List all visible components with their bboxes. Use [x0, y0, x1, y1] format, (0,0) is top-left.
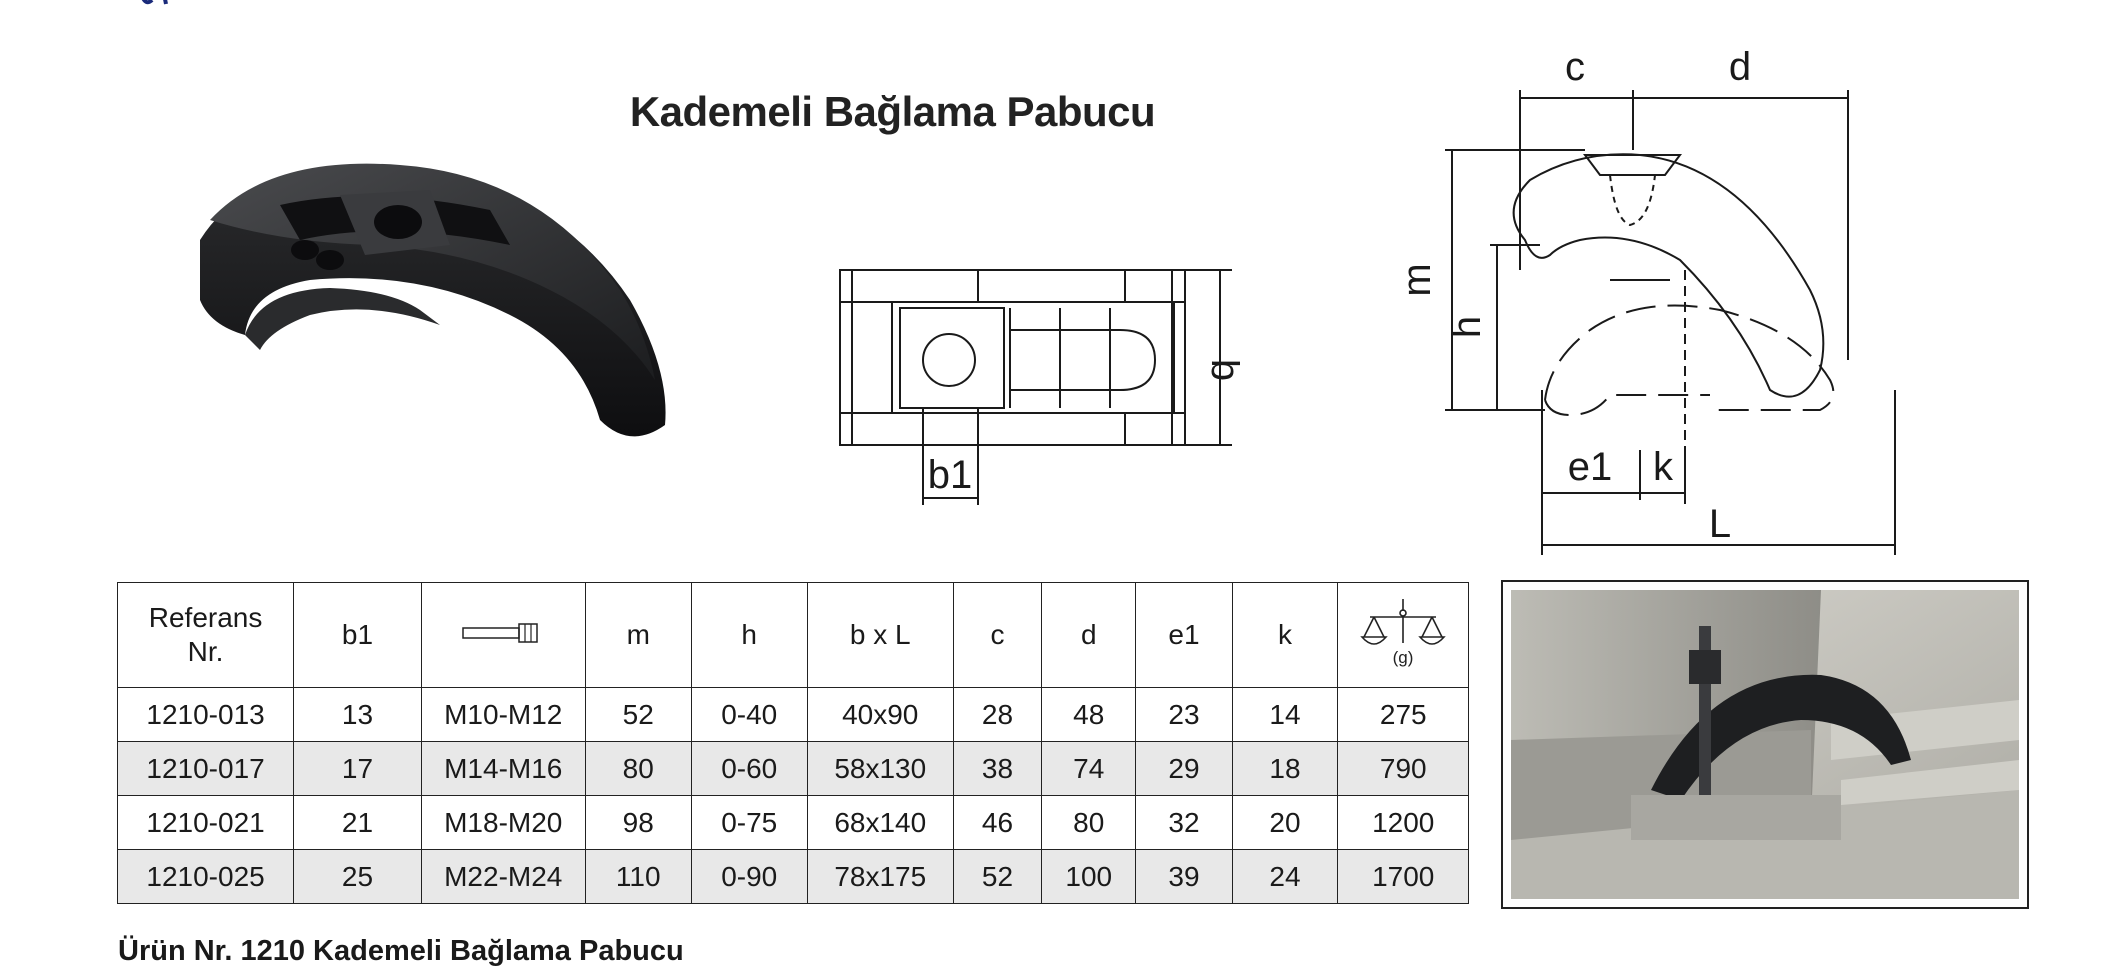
dim-label-d: d	[1729, 45, 1751, 89]
col-header-bxl: b x L	[806, 582, 954, 688]
dim-label-m: m	[1395, 263, 1439, 296]
col-header-c: c	[952, 582, 1043, 688]
cell-k: 14	[1231, 687, 1339, 742]
page-title: Kademeli Bağlama Pabucu	[629, 88, 1156, 135]
cell-e1: 39	[1135, 849, 1233, 904]
table-row: 1210-021 21 M18-M20 98 0-75 68x140 46 80…	[116, 795, 1469, 850]
cell-bxl: 68x140	[806, 795, 954, 850]
col-header-weight: (g)	[1337, 582, 1469, 688]
dim-label-e1: e1	[1568, 445, 1613, 489]
cell-bolt: M18-M20	[420, 795, 586, 850]
cell-bxl: 40x90	[806, 687, 954, 742]
top-view-drawing: b b1	[839, 269, 1240, 505]
cell-c: 38	[952, 741, 1043, 796]
cell-c: 46	[952, 795, 1043, 850]
dim-label-c: c	[1565, 45, 1585, 89]
dim-label-b: b	[1203, 359, 1240, 381]
product-image-step-clamp	[200, 163, 666, 437]
cell-bxl: 58x130	[806, 741, 954, 796]
cell-b1: 13	[293, 687, 422, 742]
cell-k: 24	[1231, 849, 1339, 904]
cell-m: 80	[584, 741, 692, 796]
dim-label-L: L	[1709, 502, 1731, 546]
cell-bolt: M10-M12	[420, 687, 586, 742]
cell-weight: 1200	[1337, 795, 1469, 850]
cell-c: 28	[952, 687, 1043, 742]
cell-m: 110	[584, 849, 692, 904]
bolt-icon	[462, 623, 538, 643]
cell-weight: 1700	[1337, 849, 1469, 904]
cell-ref: 1210-021	[116, 795, 295, 850]
product-caption: Ürün Nr. 1210 Kademeli Bağlama Pabucu	[118, 935, 684, 967]
spec-table: Referans Nr. b1 m h b x L c d e1 k	[116, 582, 1469, 904]
col-header-ref-line1: Referans	[148, 602, 263, 633]
cell-d: 48	[1041, 687, 1137, 742]
application-photo-frame	[1501, 580, 2029, 909]
dim-label-b1: b1	[928, 453, 973, 497]
cell-e1: 32	[1135, 795, 1233, 850]
cell-h: 0-40	[690, 687, 808, 742]
cell-m: 98	[584, 795, 692, 850]
cell-bolt: M22-M24	[420, 849, 586, 904]
cell-m: 52	[584, 687, 692, 742]
cell-b1: 25	[293, 849, 422, 904]
cell-d: 100	[1041, 849, 1137, 904]
dim-label-k: k	[1653, 445, 1674, 489]
cell-h: 0-60	[690, 741, 808, 796]
col-header-k: k	[1231, 582, 1339, 688]
cell-h: 0-75	[690, 795, 808, 850]
cell-k: 20	[1231, 795, 1339, 850]
cell-b1: 17	[293, 741, 422, 796]
table-row: 1210-017 17 M14-M16 80 0-60 58x130 38 74…	[116, 741, 1469, 796]
dim-label-h: h	[1445, 316, 1489, 338]
col-header-bolt	[420, 582, 586, 688]
cell-ref: 1210-013	[116, 687, 295, 742]
cell-bolt: M14-M16	[420, 741, 586, 796]
cell-e1: 29	[1135, 741, 1233, 796]
table-header-row: Referans Nr. b1 m h b x L c d e1 k	[116, 582, 1469, 688]
cell-k: 18	[1231, 741, 1339, 796]
col-header-e1: e1	[1135, 582, 1233, 688]
table-row: 1210-013 13 M10-M12 52 0-40 40x90 28 48 …	[116, 687, 1469, 742]
cell-weight: 275	[1337, 687, 1469, 742]
side-view-dimension-drawing: c d m h e1 k L	[1395, 45, 1896, 555]
cell-e1: 23	[1135, 687, 1233, 742]
col-header-b1: b1	[293, 582, 422, 688]
cell-ref: 1210-025	[116, 849, 295, 904]
cell-d: 74	[1041, 741, 1137, 796]
cell-c: 52	[952, 849, 1043, 904]
col-header-h: h	[690, 582, 808, 688]
weight-unit-label: (g)	[1393, 648, 1414, 667]
cell-ref: 1210-017	[116, 741, 295, 796]
cell-bxl: 78x175	[806, 849, 954, 904]
cell-d: 80	[1041, 795, 1137, 850]
col-header-ref-line2: Nr.	[187, 636, 224, 667]
application-photo	[1511, 590, 2019, 899]
col-header-m: m	[584, 582, 692, 688]
table-row: 1210-025 25 M22-M24 110 0-90 78x175 52 1…	[116, 849, 1469, 904]
weight-scale-icon: (g)	[1360, 598, 1446, 667]
cell-weight: 790	[1337, 741, 1469, 796]
brand-logo-fragment	[141, 0, 168, 5]
cell-h: 0-90	[690, 849, 808, 904]
col-header-reference: Referans Nr.	[116, 582, 295, 688]
col-header-d: d	[1041, 582, 1137, 688]
cell-b1: 21	[293, 795, 422, 850]
